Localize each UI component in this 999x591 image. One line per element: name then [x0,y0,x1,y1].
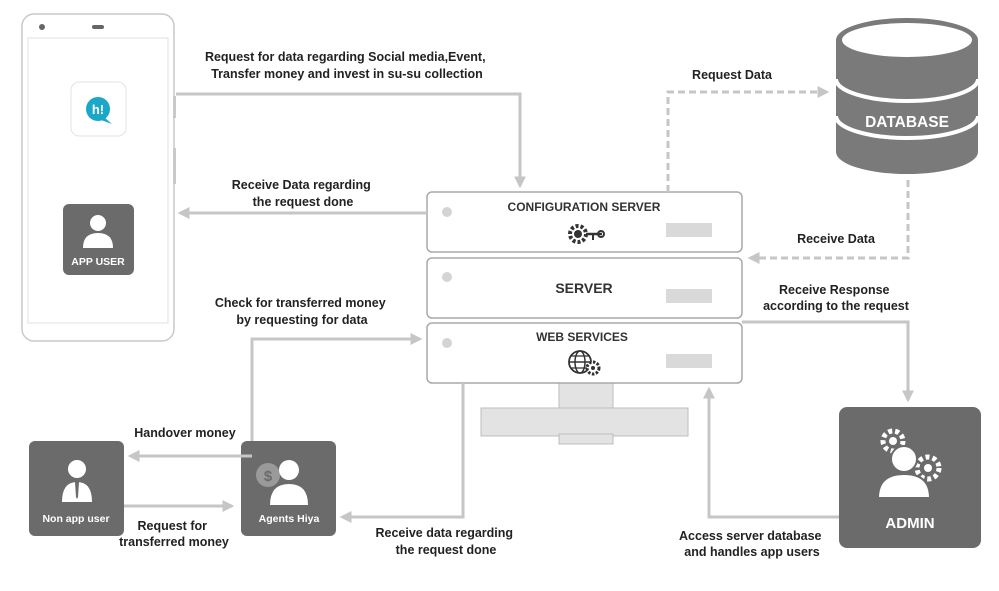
server-label: SERVER [555,280,612,296]
label-receive-data-request: Receive Data regarding the request done [232,178,374,209]
arrow-admin-to-server [703,386,839,519]
label-request-transferred: Request for transferred money [119,519,229,549]
arrow-agent-to-server [250,333,423,441]
drive-slot [666,354,712,368]
main-server-unit: SERVER [426,257,743,319]
server-base [480,407,689,437]
label-receive-response: Receive Response according to the reques… [763,283,910,313]
arrow-server-to-agent [339,383,465,523]
server-stack: CONFIGURATION SERVER SERVER WEB SERVICES [426,191,743,445]
arrow-phone-to-server [176,92,526,189]
app-logo-icon: h! [70,81,127,137]
admin-label: ADMIN [885,515,934,532]
agents-hiya-label: Agents Hiya [259,513,320,525]
arrow-server-to-database [666,86,830,192]
label-request-social: Request for data regarding Social media,… [205,50,489,81]
database-cylinder: DATABASE [834,18,980,174]
businessman-icon [62,460,92,502]
mobile-phone: h! APP USER [21,13,176,342]
database-label: DATABASE [865,114,949,131]
label-handover-money: Handover money [134,426,235,440]
svg-text:$: $ [264,468,273,485]
agent-money-icon: $ [256,460,308,505]
web-services-unit: WEB SERVICES [426,322,743,384]
phone-side-button [173,148,176,184]
globe-gear-icon [568,350,601,376]
non-app-user-card: Non app user [29,441,124,536]
flow-labels: Request for data regarding Social media,… [119,50,910,559]
app-user-card: APP USER [63,204,134,275]
status-light-icon [442,338,452,348]
flow-arrows [124,86,914,523]
arrow-database-to-server [747,180,910,264]
app-logo-text: h! [92,102,104,117]
drive-slot [666,289,712,303]
non-app-user-label: Non app user [42,513,109,525]
app-user-label: APP USER [71,256,125,268]
web-services-label: WEB SERVICES [536,330,628,344]
label-access-server: Access server database and handles app u… [679,529,825,559]
agents-hiya-card: $ Agents Hiya [241,441,336,536]
configuration-server-unit: CONFIGURATION SERVER [426,191,743,253]
phone-speaker-icon [92,25,104,29]
server-foot [558,433,614,445]
label-receive-data-db: Receive Data [797,232,876,246]
admin-person-icon [876,445,932,499]
user-icon [90,215,106,231]
status-light-icon [442,207,452,217]
admin-card: ADMIN [839,407,981,548]
arrow-server-to-admin [742,320,914,403]
label-check-transferred: Check for transferred money by requestin… [215,296,389,327]
phone-side-button [173,96,176,118]
status-light-icon [442,272,452,282]
label-receive-data-agents: Receive data regarding the request done [375,526,516,557]
phone-camera-icon [39,24,45,30]
configuration-server-label: CONFIGURATION SERVER [508,200,661,214]
label-request-data: Request Data [692,68,773,82]
key-gear-icon [568,224,605,244]
server-stand [558,379,614,409]
drive-slot [666,223,712,237]
